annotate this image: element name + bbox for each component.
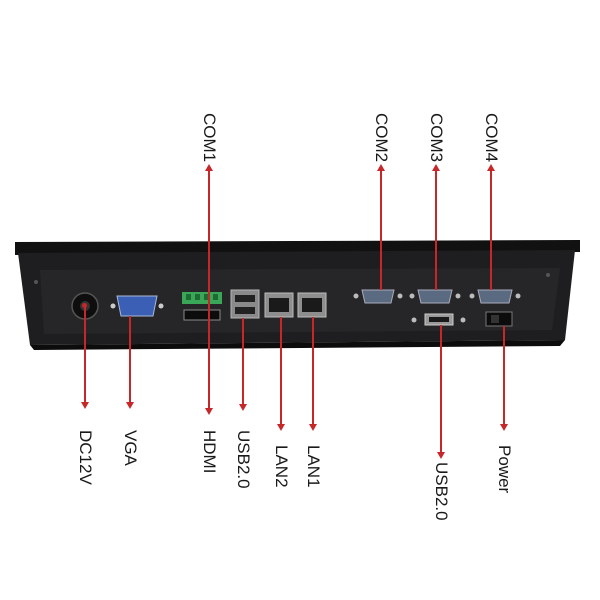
com1-arrow-head [205, 164, 213, 171]
lan-ports [264, 292, 327, 318]
vga-port [110, 295, 164, 317]
usb-left-arrow-line [242, 318, 244, 408]
dc12v-label: DC12V [76, 430, 95, 485]
com4-arrow-line [490, 170, 492, 290]
com2-arrow-line [380, 170, 382, 290]
lan1-arrow-line [312, 317, 314, 427]
usb-port-right [411, 313, 466, 326]
lan1-arrow-head [309, 424, 317, 431]
power-arrow-line [503, 326, 505, 426]
lan2-arrow-line [280, 317, 282, 427]
usb-right-arrow-line [440, 325, 442, 455]
com2-arrow-head [377, 164, 385, 171]
power-label: Power [495, 445, 514, 494]
power-arrow-head [500, 424, 508, 431]
com1-arrow-line [208, 170, 210, 410]
vga-label: VGA [121, 430, 140, 466]
dc12v-arrow-line [84, 305, 86, 405]
com3-arrow-line [435, 170, 437, 290]
com4-arrow-head [487, 164, 495, 171]
power-switch [485, 311, 513, 327]
com3-label: COM3 [427, 113, 446, 163]
usb-stack-left [230, 289, 260, 319]
usb-left-label: USB2.0 [234, 430, 253, 489]
lan1-label: LAN1 [304, 445, 323, 488]
com3-arrow-head [432, 164, 440, 171]
usb-right-arrow-head [437, 452, 445, 459]
com1-terminal-block [182, 292, 222, 304]
lan2-label: LAN2 [272, 445, 291, 488]
lan2-arrow-head [277, 424, 285, 431]
com2-label: COM2 [372, 113, 391, 163]
vga-arrow-line [129, 316, 131, 406]
hdmi-port [183, 309, 221, 321]
dc12v-arrow-head [81, 402, 89, 409]
usb-left-arrow-head [239, 404, 247, 411]
com1-label: COM1 [200, 113, 219, 163]
usb-right-label: USB2.0 [432, 462, 451, 521]
vga-arrow-head [126, 402, 134, 409]
com4-label: COM4 [482, 113, 501, 163]
hdmi-label: HDMI [200, 430, 219, 474]
hdmi-arrow-head [205, 408, 213, 415]
db9-ports [353, 289, 521, 304]
